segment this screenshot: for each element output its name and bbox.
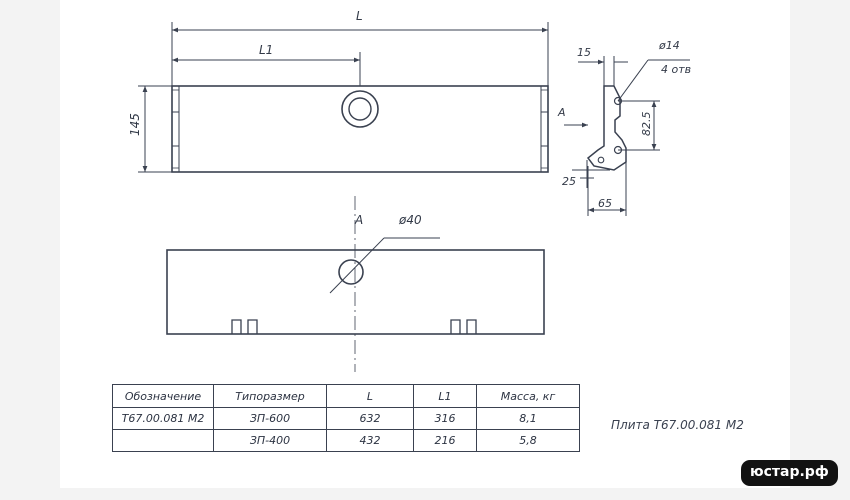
dimension-65 (587, 162, 627, 216)
dimension-L1 (172, 52, 361, 86)
dimension-145 (138, 85, 172, 173)
cell-designation: Т67.00.081 М2 (112, 407, 214, 430)
cell-L: 632 (326, 407, 414, 430)
label-view-a: A (354, 213, 363, 227)
site-watermark: юстар.рф (741, 460, 838, 486)
center-boss (341, 90, 379, 128)
cell-L: 432 (326, 429, 414, 452)
dimension-L (171, 22, 549, 86)
label-center-hole: ø40 (398, 213, 422, 227)
table-row: ЗП-400 432 216 5,8 (112, 429, 580, 452)
dimension-82-5 (618, 100, 660, 151)
table-row: Т67.00.081 М2 ЗП-600 632 316 8,1 (112, 407, 580, 430)
cell-L1: 216 (413, 429, 477, 452)
cell-mass: 5,8 (476, 429, 580, 452)
label-15: 15 (577, 46, 591, 59)
top-view-plate (171, 85, 549, 173)
label-hole-diameter: ø14 (658, 39, 680, 52)
table-header-row: Обозначение Типоразмер L L1 Масса, кг (112, 384, 580, 408)
header-L: L (326, 384, 414, 408)
cell-mass: 8,1 (476, 407, 580, 430)
leader-hole (617, 59, 690, 102)
label-L: L (356, 9, 363, 23)
label-L1: L1 (259, 43, 273, 57)
front-view-plate (166, 237, 545, 335)
dimension-15 (578, 56, 628, 86)
cell-size: ЗП-400 (213, 429, 327, 452)
label-section-a: A (557, 106, 566, 119)
specification-table: Обозначение Типоразмер L L1 Масса, кг Т6… (112, 384, 580, 452)
header-size: Типоразмер (213, 384, 327, 408)
cell-L1: 316 (413, 407, 477, 430)
label-hole-count: 4 отв (661, 63, 691, 76)
label-82-5: 82.5 (640, 112, 653, 137)
label-25: 25 (562, 175, 576, 188)
cell-designation (112, 429, 214, 452)
label-65: 65 (598, 197, 612, 210)
cell-size: ЗП-600 (213, 407, 327, 430)
label-145: 145 (128, 113, 142, 136)
header-mass: Масса, кг (476, 384, 580, 408)
part-caption: Плита Т67.00.081 М2 (611, 418, 744, 432)
header-designation: Обозначение (112, 384, 214, 408)
header-L1: L1 (413, 384, 477, 408)
dimension-25 (572, 160, 610, 188)
